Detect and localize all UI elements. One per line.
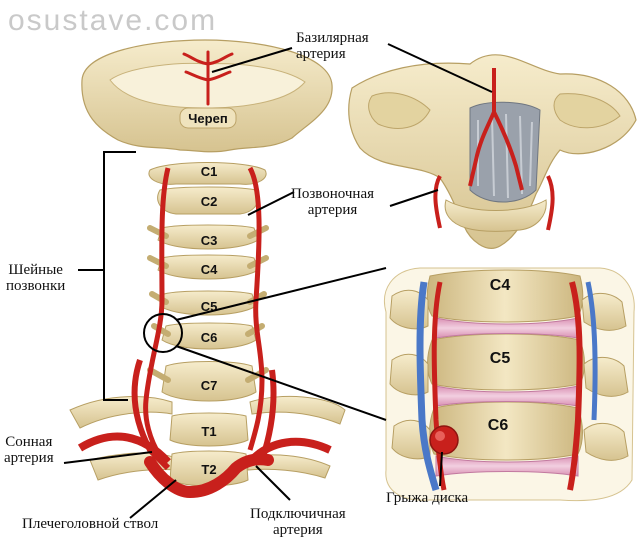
vertebra-label-c4: C4 — [201, 262, 218, 277]
label-disc-hernia: Грыжа диска — [386, 490, 469, 506]
disc-hernia-bulge — [429, 425, 459, 455]
label-subclavian-line2: артерия — [273, 522, 323, 538]
detail-label-c6: C6 — [488, 417, 509, 434]
vertebra-label-t2: T2 — [201, 462, 216, 477]
vertebra-label-t1: T1 — [201, 424, 216, 439]
label-cervical-vertebrae: Шейные позвонки — [6, 262, 65, 294]
label-carotid-artery: Сонная артерия — [4, 434, 54, 466]
skull-label: Череп — [188, 111, 227, 126]
hernia-magnifier-circle — [143, 313, 183, 353]
label-carotid-line1: Сонная — [5, 434, 53, 450]
label-brachiocephalic-trunk: Плечеголовной ствол — [22, 516, 159, 532]
basilar-artery — [468, 68, 524, 191]
detail-label-c4: C4 — [490, 277, 511, 294]
main-neck-figure: C1 C2 C3 C4 C5 C6 C7 T1 T2 Череп — [69, 39, 346, 499]
detail-label-c5: C5 — [490, 350, 511, 367]
label-carotid-line2: артерия — [4, 450, 54, 466]
leader-lines — [63, 43, 493, 519]
label-basilar-artery: Базилярная артерия — [296, 30, 369, 62]
vertebra-label-c2: C2 — [201, 194, 218, 209]
label-basilar-line2: артерия — [296, 46, 346, 62]
skull-arteries — [182, 50, 234, 106]
label-basilar-line1: Базилярная — [296, 30, 369, 46]
vertebral-column — [147, 162, 269, 487]
label-subclavian-line1: Подключичная — [250, 506, 346, 522]
skull-base-view — [348, 54, 637, 249]
left-subclavian-artery — [77, 432, 171, 465]
artery-detail-right — [567, 281, 583, 491]
label-vertebral-line2: артерия — [307, 202, 358, 218]
vertebra-label-c3: C3 — [201, 233, 218, 248]
vein-detail — [416, 281, 440, 492]
vertebra-labels-main: C1 C2 C3 C4 C5 C6 C7 T1 T2 Череп — [188, 111, 227, 477]
skull-label-bg — [179, 107, 237, 129]
label-cervical-line2: позвонки — [6, 278, 66, 294]
hernia-highlight — [435, 431, 445, 441]
vertebral-artery-top — [433, 175, 555, 231]
vertebra-label-c6: C6 — [201, 330, 218, 345]
brachiocephalic-trunk — [144, 453, 274, 499]
label-subclavian-artery: Подключичная артерия — [250, 506, 346, 538]
vein-detail-right — [585, 281, 598, 421]
vertebra-label-c7: C7 — [201, 378, 218, 393]
label-cervical-line1: Шейные — [8, 262, 63, 278]
left-vertebral-artery — [143, 167, 171, 458]
label-vertebral-line1: Позвоночная — [291, 186, 375, 202]
label-vertebral-artery: Позвоночная артерия — [291, 186, 374, 218]
disc-hernia-detail: C4 C5 C6 — [384, 267, 635, 502]
watermark: osustave.com — [8, 4, 218, 37]
vertebra-label-c1: C1 — [201, 164, 218, 179]
left-clavicle — [69, 396, 173, 429]
